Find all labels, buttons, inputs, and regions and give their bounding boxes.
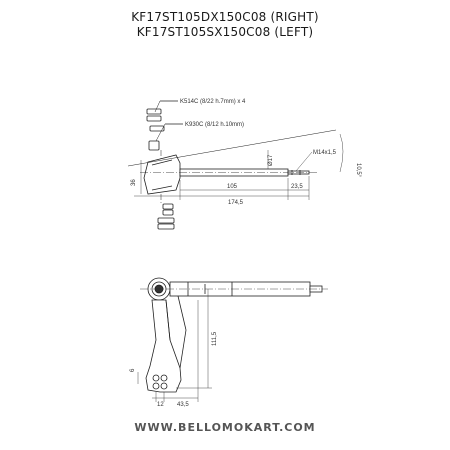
dim-105: 105 bbox=[227, 184, 238, 190]
dim-111-5: 111,5 bbox=[212, 331, 218, 346]
part-number-left: KF17ST105SX150C08 (LEFT) bbox=[136, 25, 314, 39]
dim-12: 12 bbox=[157, 402, 164, 408]
dim-6: 6 bbox=[130, 368, 136, 372]
upper-washers bbox=[146, 108, 165, 151]
dim-43-5: 43,5 bbox=[177, 402, 189, 408]
thread-callout: M14x1,5 bbox=[313, 150, 337, 156]
top-view bbox=[127, 100, 344, 230]
washer-callout: K514C (8/22 h.7mm) x 4 bbox=[180, 99, 246, 105]
lower-washers bbox=[157, 203, 175, 230]
website-footer: WWW.BELLOMOKART.COM bbox=[134, 421, 316, 434]
dim-pin: 36 bbox=[131, 179, 137, 186]
dim-23-5: 23,5 bbox=[291, 184, 303, 190]
dim-diameter: Ø17 bbox=[268, 154, 274, 166]
dim-174-5: 174,5 bbox=[228, 200, 244, 206]
front-view bbox=[137, 277, 328, 402]
part-number-right: KF17ST105DX150C08 (RIGHT) bbox=[131, 10, 319, 24]
spacer-callout: K930C (8/12 h.10mm) bbox=[185, 122, 244, 128]
dim-angle: 10,5° bbox=[355, 163, 361, 178]
